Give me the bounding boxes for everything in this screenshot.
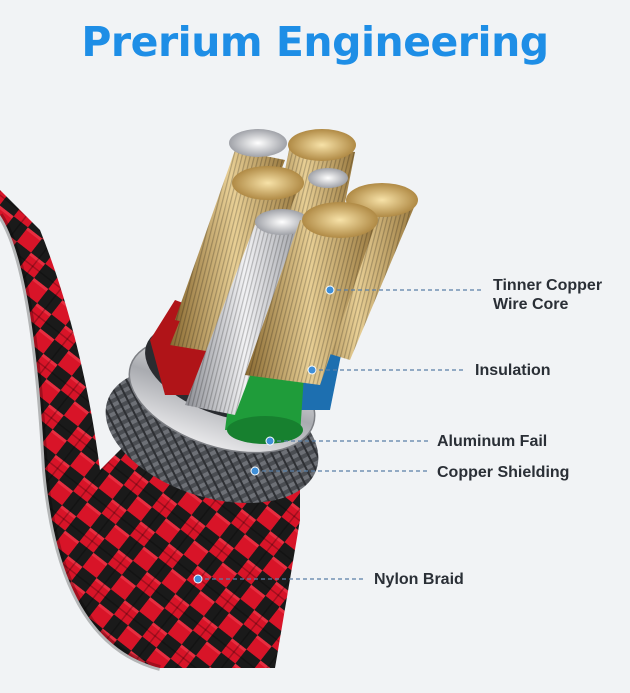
callout-dot — [307, 365, 317, 375]
callout-nylon-braid — [193, 574, 366, 584]
conductor-bundles — [170, 129, 418, 415]
callout-copper-shielding — [250, 466, 428, 476]
callout-label-aluminum-fail: Aluminum Fail — [437, 433, 548, 450]
callout-aluminum-fail — [265, 436, 428, 446]
callout-tinner-copper — [325, 285, 483, 295]
callout-dot — [193, 574, 203, 584]
callout-dot — [325, 285, 335, 295]
callout-insulation — [307, 365, 466, 375]
callout-label-text: Tinner Copper Wire Core — [493, 277, 603, 313]
callout-label-copper-shielding: Copper Shielding — [437, 464, 570, 481]
callout-label-tinner-copper: Tinner Copper Wire Core — [493, 276, 602, 314]
callout-label-nylon-braid: Nylon Braid — [374, 571, 464, 588]
callout-label-insulation: Insulation — [475, 362, 551, 379]
page-title: Prerium Engineering — [81, 18, 549, 66]
callout-dot — [265, 436, 275, 446]
callout-dot — [250, 466, 260, 476]
